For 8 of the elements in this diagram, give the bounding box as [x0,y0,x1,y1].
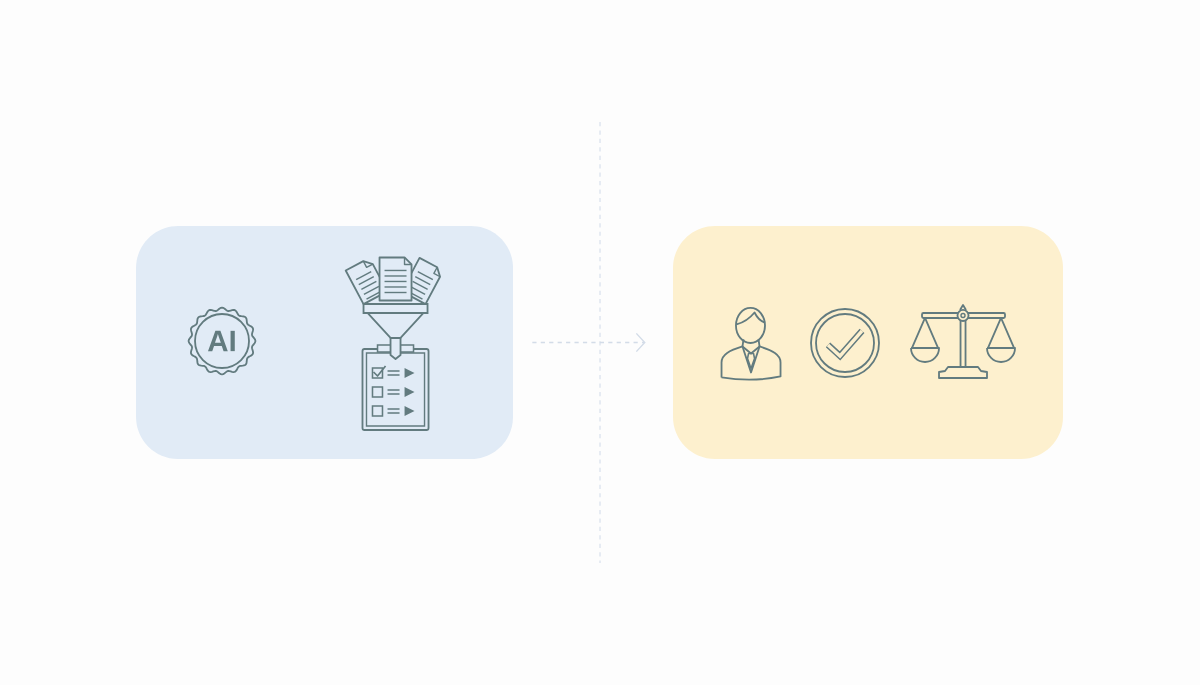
seal-badge: AI [187,306,257,376]
person-icon [720,307,782,381]
funnel-icon [344,256,441,431]
checkmark-icon [810,308,880,378]
arrow [531,332,646,353]
rounded-panel [136,226,514,459]
rounded-panel [673,226,1063,459]
scale-icon [910,304,1016,379]
